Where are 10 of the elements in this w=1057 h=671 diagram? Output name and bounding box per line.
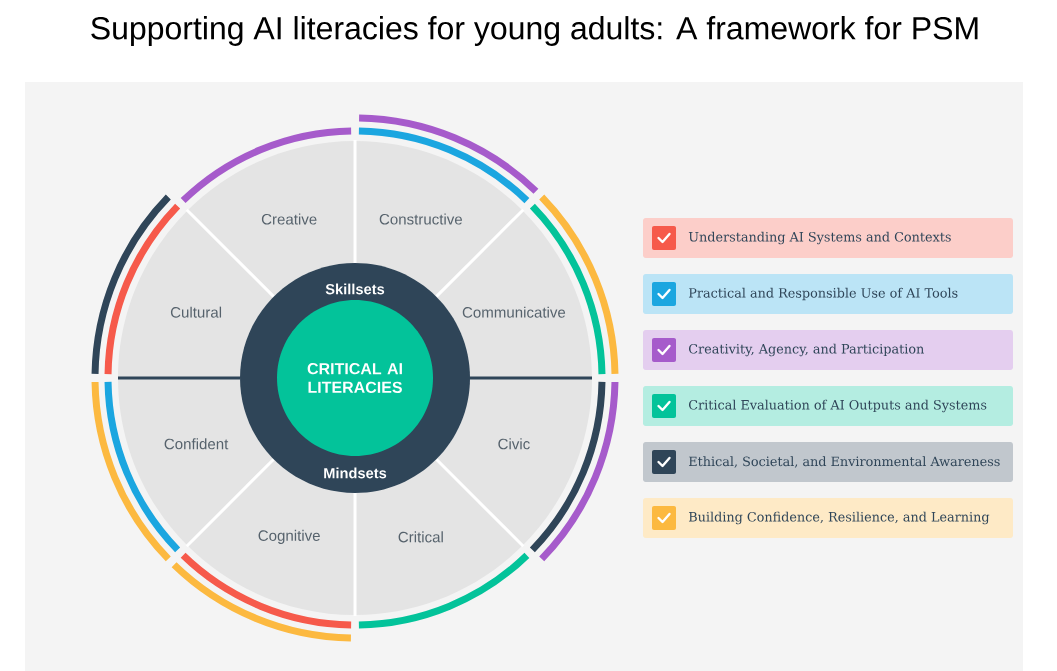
node-label: Confident bbox=[164, 438, 229, 450]
legend-item: Creativity, Agency, and Participation bbox=[643, 330, 1013, 370]
legend-item: Ethical, Societal, and Environmental Awareness bbox=[643, 442, 1013, 482]
title: Supporting AI literacies for young adults: A framework for PSM bbox=[91, 16, 978, 46]
node-label: Cultural bbox=[170, 306, 222, 318]
legend-item: Understanding AI Systems and Contexts bbox=[643, 218, 1013, 258]
legend-item: Critical Evaluation of AI Outputs and Systems bbox=[643, 386, 1013, 426]
legend-item: Building Confidence, Resilience, and Learning bbox=[643, 498, 1013, 538]
node-label: Civic bbox=[498, 438, 530, 450]
legend-item: Practical and Responsible Use of AI Tools bbox=[643, 274, 1013, 314]
